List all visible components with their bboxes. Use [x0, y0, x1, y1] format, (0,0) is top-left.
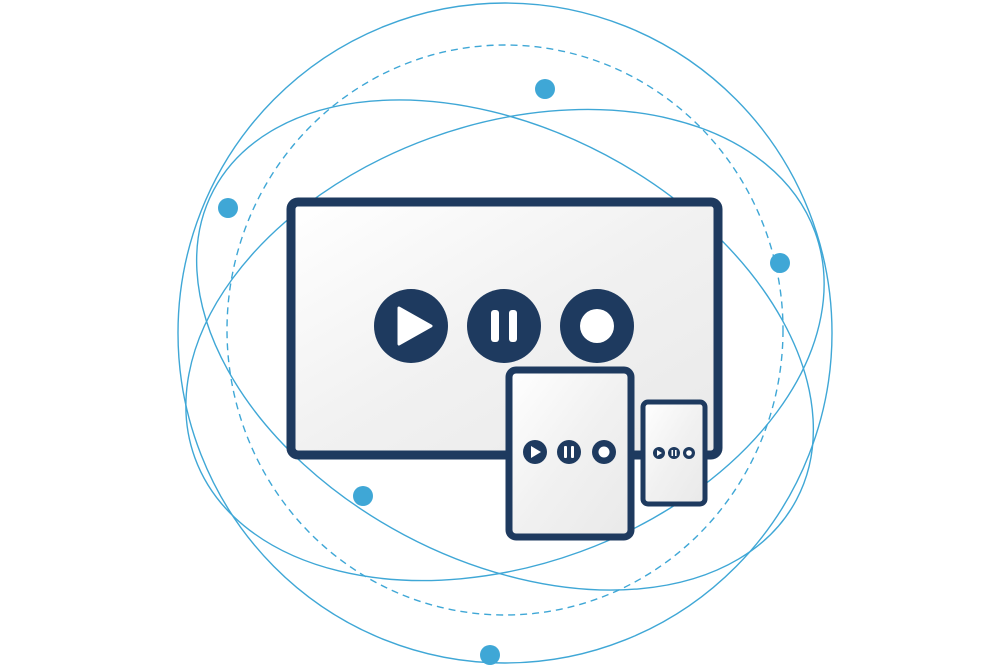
orbit-node: [480, 645, 500, 665]
stop-icon: [592, 440, 616, 464]
stop-icon: [683, 447, 695, 459]
play-icon: [523, 440, 547, 464]
orbit-nodes: [218, 79, 790, 665]
phone-device: [640, 399, 708, 507]
orbit-rings: [177, 2, 833, 664]
pause-icon: [557, 440, 581, 464]
pause-icon: [668, 447, 680, 459]
orbit-node: [218, 198, 238, 218]
monitor-controls: [374, 289, 634, 363]
play-icon: [653, 447, 665, 459]
phone-controls: [653, 447, 695, 459]
orbit-node: [353, 486, 373, 506]
play-icon: [374, 289, 448, 363]
stop-icon: [560, 289, 634, 363]
tablet-device: [505, 366, 635, 541]
orbit-ring-tilted-b: [185, 108, 825, 582]
tablet-controls: [523, 440, 616, 464]
pause-icon: [467, 289, 541, 363]
orbit-node: [535, 79, 555, 99]
orbit-node: [770, 253, 790, 273]
orbit-ring-tilted-a: [195, 99, 815, 591]
orbit-ring-dashed: [226, 44, 784, 616]
orbit-ring-outer: [177, 2, 833, 664]
